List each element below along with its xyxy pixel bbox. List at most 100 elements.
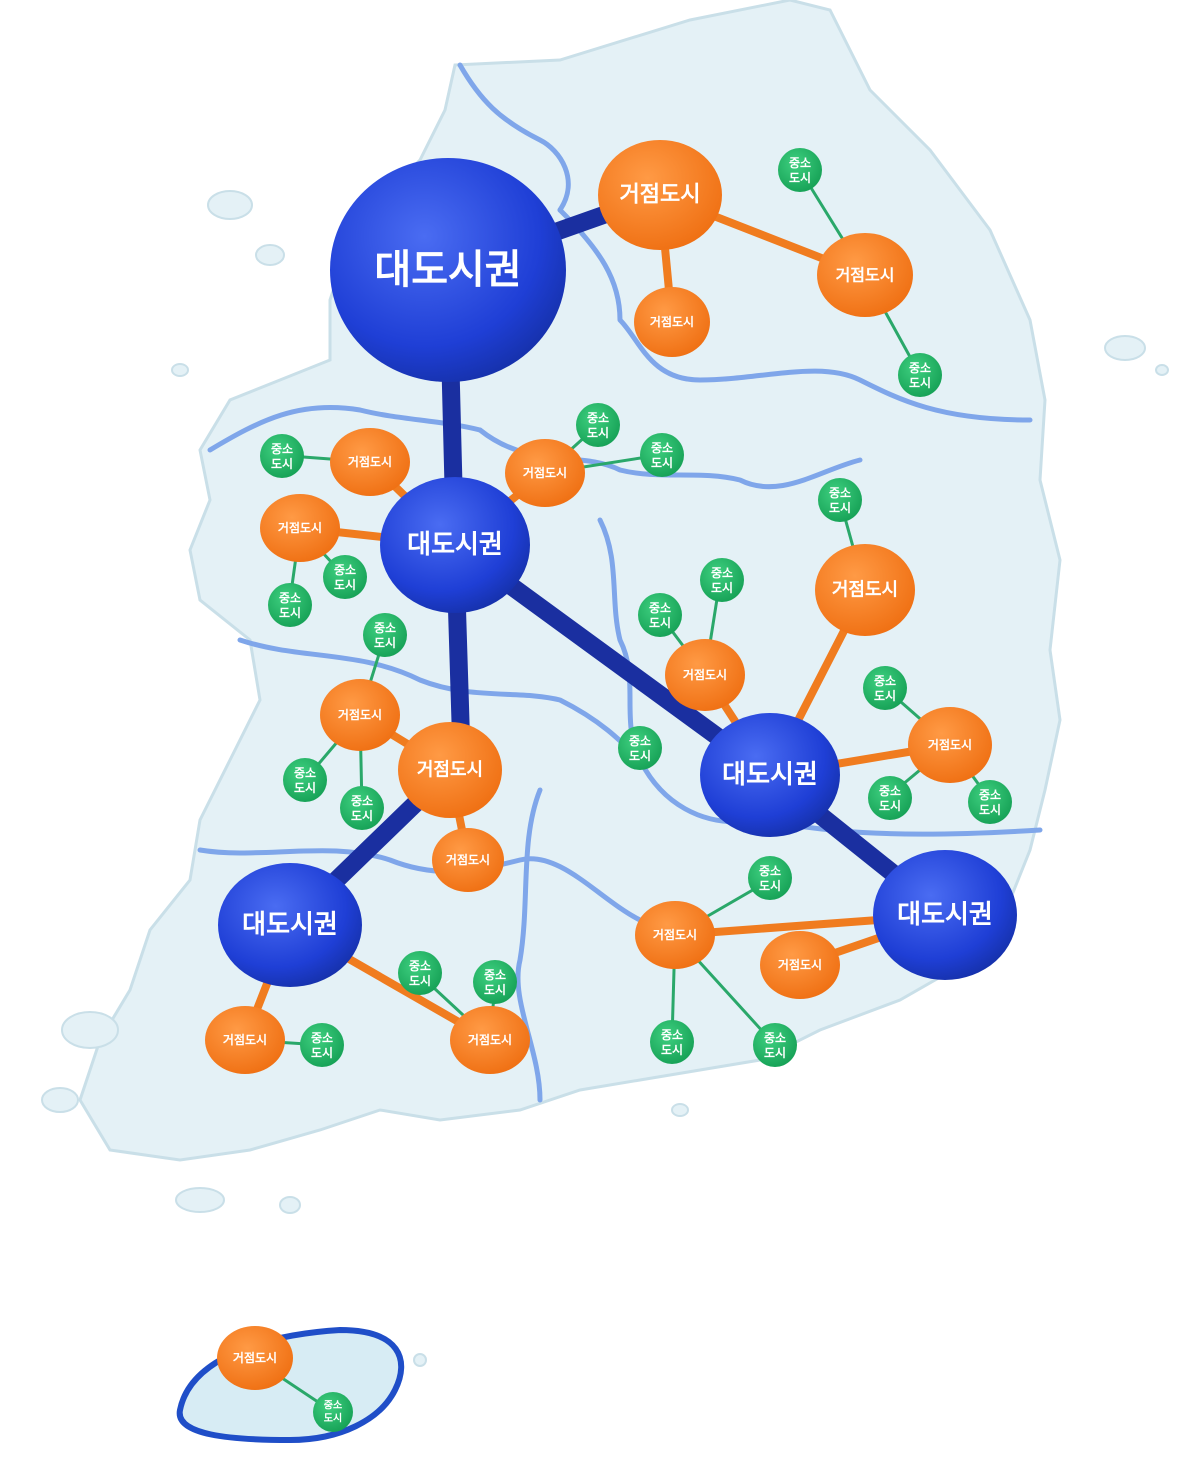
svg-text:중소: 중소 (651, 441, 673, 455)
svg-text:도시: 도시 (409, 974, 431, 988)
svg-text:거점도시: 거점도시 (620, 183, 701, 208)
small-city-node[interactable]: 중소 도시 (398, 951, 442, 995)
svg-text:중소: 중소 (879, 784, 901, 798)
svg-text:중소: 중소 (979, 788, 1001, 802)
svg-text:거점도시: 거점도시 (650, 314, 694, 329)
small-city-node[interactable]: 중소 도시 (300, 1023, 344, 1067)
svg-text:중소: 중소 (661, 1028, 683, 1042)
svg-text:중소: 중소 (294, 766, 316, 780)
svg-text:대도시권: 대도시권 (374, 247, 521, 293)
small-city-node[interactable]: 중소 도시 (640, 433, 684, 477)
small-city-node[interactable]: 중소 도시 (650, 1020, 694, 1064)
small-city-node[interactable]: 중소 도시 (283, 758, 327, 802)
island-shape (279, 1196, 301, 1214)
svg-text:중소: 중소 (409, 959, 431, 973)
hub-city-node[interactable]: 거점도시 (398, 722, 502, 818)
small-city-node[interactable]: 중소 도시 (753, 1023, 797, 1067)
small-city-node[interactable]: 중소 도시 (260, 434, 304, 478)
small-city-node[interactable]: 중소 도시 (868, 776, 912, 820)
svg-text:도시: 도시 (587, 426, 609, 440)
hub-city-node[interactable]: 거점도시 (760, 931, 840, 999)
small-city-node[interactable]: 중소 도시 (313, 1392, 353, 1432)
svg-text:중소: 중소 (909, 361, 931, 375)
svg-text:도시: 도시 (874, 689, 896, 703)
metro-area-node[interactable]: 대도시권 (218, 863, 362, 987)
small-city-node[interactable]: 중소 도시 (473, 960, 517, 1004)
svg-text:도시: 도시 (279, 606, 301, 620)
svg-text:도시: 도시 (661, 1043, 683, 1057)
hub-city-node[interactable]: 거점도시 (217, 1326, 293, 1390)
hub-city-node[interactable]: 거점도시 (260, 494, 340, 562)
metro-area-node[interactable]: 대도시권 (330, 158, 566, 382)
svg-text:대도시권: 대도시권 (407, 530, 503, 560)
hub-city-node[interactable]: 거점도시 (817, 233, 913, 317)
small-city-node[interactable]: 중소 도시 (363, 613, 407, 657)
svg-text:대도시권: 대도시권 (242, 910, 338, 940)
small-city-node[interactable]: 중소 도시 (748, 856, 792, 900)
island-shape (61, 1011, 119, 1049)
hub-city-node[interactable]: 거점도시 (320, 679, 400, 751)
svg-text:도시: 도시 (829, 501, 851, 515)
svg-text:도시: 도시 (271, 457, 293, 471)
small-city-node[interactable]: 중소 도시 (968, 780, 1012, 824)
hub-city-node[interactable]: 거점도시 (450, 1006, 530, 1074)
svg-text:거점도시: 거점도시 (223, 1032, 267, 1047)
small-city-node[interactable]: 중소 도시 (700, 558, 744, 602)
hub-city-node[interactable]: 거점도시 (432, 828, 504, 892)
svg-text:중소: 중소 (629, 734, 651, 748)
svg-text:대도시권: 대도시권 (897, 900, 993, 930)
hub-city-node[interactable]: 거점도시 (665, 639, 745, 711)
svg-text:도시: 도시 (311, 1046, 333, 1060)
metro-area-node[interactable]: 대도시권 (873, 850, 1017, 980)
svg-text:도시: 도시 (789, 171, 811, 185)
small-city-node[interactable]: 중소 도시 (323, 555, 367, 599)
svg-text:중소: 중소 (789, 156, 811, 170)
svg-text:도시: 도시 (909, 376, 931, 390)
svg-text:중소: 중소 (271, 442, 293, 456)
hub-city-node[interactable]: 거점도시 (908, 707, 992, 783)
svg-text:거점도시: 거점도시 (468, 1032, 512, 1047)
small-city-node[interactable]: 중소 도시 (618, 726, 662, 770)
svg-text:거점도시: 거점도시 (836, 266, 895, 285)
small-city-node[interactable]: 중소 도시 (818, 478, 862, 522)
island-shape (171, 363, 189, 377)
svg-text:거점도시: 거점도시 (683, 667, 727, 682)
hub-city-node[interactable]: 거점도시 (330, 428, 410, 496)
hub-city-node[interactable]: 거점도시 (635, 901, 715, 969)
island-shape (413, 1353, 427, 1367)
hub-city-node[interactable]: 거점도시 (205, 1006, 285, 1074)
hub-city-node[interactable]: 거점도시 (505, 439, 585, 507)
svg-text:도시: 도시 (294, 781, 316, 795)
svg-text:거점도시: 거점도시 (348, 454, 392, 469)
svg-text:도시: 도시 (629, 749, 651, 763)
small-city-node[interactable]: 중소 도시 (340, 786, 384, 830)
small-city-node[interactable]: 중소 도시 (778, 148, 822, 192)
metro-area-node[interactable]: 대도시권 (700, 713, 840, 837)
metro-area-node[interactable]: 대도시권 (380, 477, 530, 613)
svg-text:거점도시: 거점도시 (832, 580, 898, 601)
svg-text:중소: 중소 (829, 486, 851, 500)
hub-city-node[interactable]: 거점도시 (815, 544, 915, 636)
svg-text:도시: 도시 (879, 799, 901, 813)
island-shape (1155, 364, 1169, 376)
svg-text:중소: 중소 (484, 968, 506, 982)
svg-text:거점도시: 거점도시 (233, 1350, 277, 1365)
small-city-node[interactable]: 중소 도시 (863, 666, 907, 710)
svg-text:도시: 도시 (979, 803, 1001, 817)
svg-text:중소: 중소 (311, 1031, 333, 1045)
small-city-node[interactable]: 중소 도시 (268, 583, 312, 627)
svg-text:중소: 중소 (324, 1400, 342, 1412)
svg-text:거점도시: 거점도시 (928, 737, 972, 752)
svg-text:도시: 도시 (711, 581, 733, 595)
hub-city-node[interactable]: 거점도시 (598, 140, 722, 250)
svg-text:도시: 도시 (759, 879, 781, 893)
small-city-node[interactable]: 중소 도시 (638, 593, 682, 637)
small-city-node[interactable]: 중소 도시 (576, 403, 620, 447)
svg-text:중소: 중소 (279, 591, 301, 605)
hub-city-node[interactable]: 거점도시 (634, 287, 710, 357)
svg-text:도시: 도시 (374, 636, 396, 650)
small-city-nodes: 중소 도시 중소 도시 중소 도시 중소 도시 중소 도시 중소 도시 (260, 148, 1012, 1432)
small-city-node[interactable]: 중소 도시 (898, 353, 942, 397)
svg-text:중소: 중소 (874, 674, 896, 688)
svg-text:거점도시: 거점도시 (338, 707, 382, 722)
